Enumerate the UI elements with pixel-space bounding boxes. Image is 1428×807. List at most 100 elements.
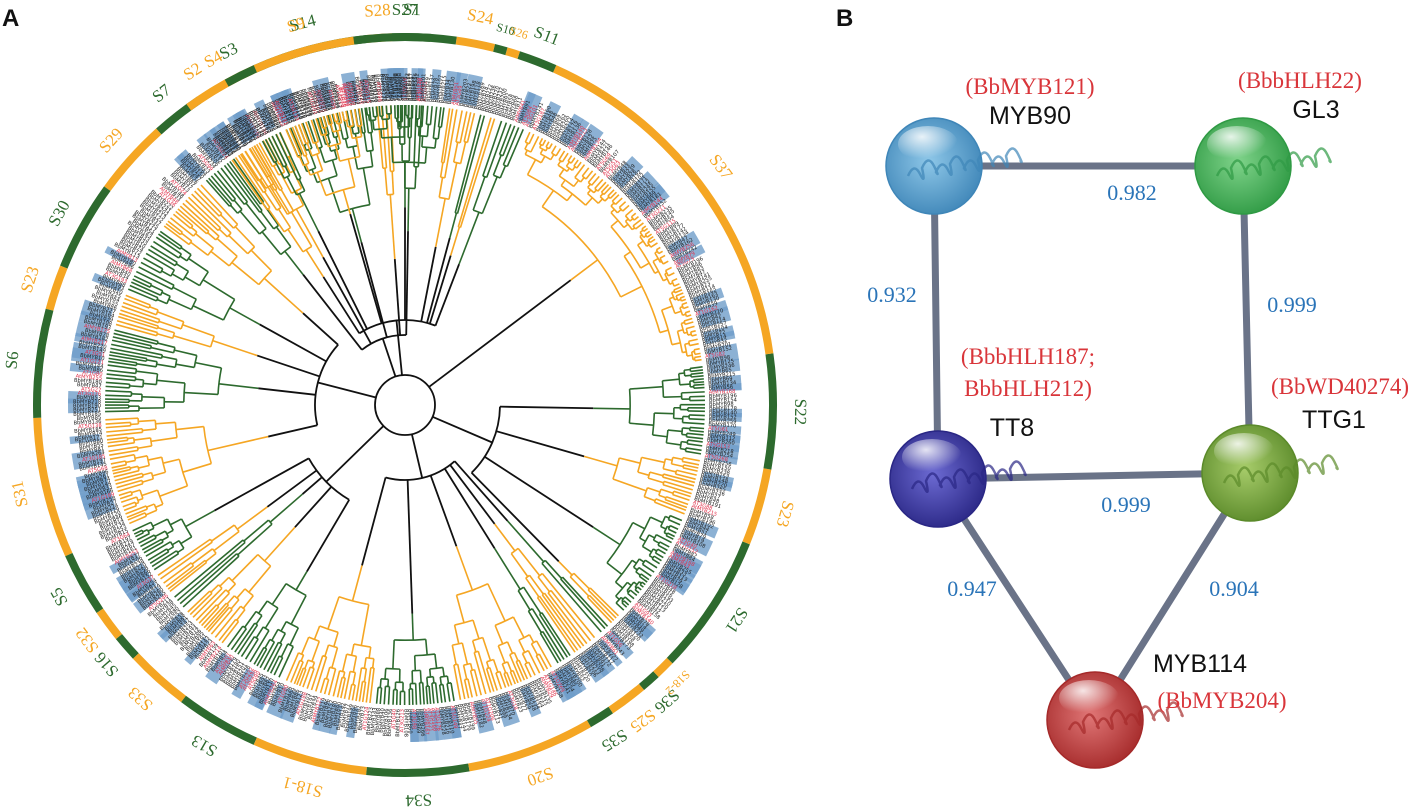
- tree-branch: [306, 142, 313, 157]
- tree-branch: [634, 589, 640, 594]
- tree-branch: [237, 624, 259, 655]
- tree-branch: [686, 432, 704, 436]
- clade-label-s23b: S23: [772, 499, 798, 530]
- tree-branch: [319, 625, 339, 634]
- tree-branch: [319, 147, 326, 163]
- tree-branch: [185, 509, 215, 528]
- tree-branch: [392, 639, 395, 669]
- tree-branch: [658, 488, 662, 496]
- leaf-highlight: [598, 639, 623, 667]
- leaf-highlight: [462, 74, 483, 107]
- leaf-label: BbMYB60: [406, 709, 412, 734]
- leaf-label: BbMYB77: [341, 703, 352, 728]
- tree-branch: [681, 301, 688, 306]
- backbone-branch: [302, 312, 339, 346]
- backbone-branch: [436, 279, 572, 382]
- tree-branch: [231, 159, 268, 210]
- tree-branch: [524, 663, 532, 678]
- tree-branch: [241, 152, 267, 192]
- tree-branch: [615, 596, 622, 604]
- backbone-branch: [449, 464, 496, 525]
- leaf-label: BbMYB182: [80, 331, 109, 343]
- leaf-label: BbMYB12: [331, 83, 342, 108]
- leaf-label: AT3G136: [418, 78, 425, 102]
- leaf-label: BbMYB216: [441, 706, 451, 735]
- tree-branch: [348, 684, 353, 700]
- tree-branch: [210, 175, 234, 202]
- leaf-label: BbMYB81: [79, 446, 104, 455]
- tree-branch: [129, 385, 144, 388]
- tree-branch: [587, 589, 617, 619]
- tree-branch: [259, 210, 263, 213]
- tree-branch: [612, 478, 647, 492]
- tree-branch: [237, 523, 273, 556]
- tree-branch: [138, 464, 150, 469]
- tree-branch: [509, 654, 522, 682]
- tree-branch: [661, 305, 673, 311]
- tree-branch: [161, 270, 172, 277]
- tree-branch: [108, 357, 137, 364]
- leaf-label: BbMYB56: [708, 385, 733, 392]
- leaf-label: BbMYB110: [445, 706, 455, 735]
- tree-branch: [170, 217, 194, 237]
- backbone-branch: [266, 469, 318, 508]
- tree-branch: [683, 306, 689, 310]
- tree-branch: [456, 583, 489, 596]
- tree-branch: [142, 478, 154, 483]
- clade-ring-segment: [353, 33, 457, 45]
- clade-ring-segment: [181, 695, 257, 745]
- leaf-highlight: [71, 449, 104, 470]
- tree-branch: [300, 123, 310, 143]
- leaf-label: AtMYB51: [451, 81, 461, 105]
- tree-branch: [169, 561, 208, 593]
- leaf-highlight: [329, 704, 343, 735]
- tree-branch: [680, 323, 685, 334]
- tree-branch: [630, 212, 637, 218]
- tree-branch: [379, 687, 383, 705]
- tree-branch: [413, 655, 417, 671]
- leaf-highlight: [611, 156, 644, 189]
- tree-branch: [570, 259, 599, 281]
- tree-branch: [631, 227, 636, 231]
- tree-branch: [136, 532, 150, 541]
- tree-branch: [682, 467, 698, 472]
- tree-branch: [499, 671, 507, 688]
- tree-branch: [415, 105, 418, 119]
- tt8-bb-label-line1: (BbbHLH187;: [961, 344, 1095, 369]
- tree-branch: [638, 575, 648, 583]
- tree-branch: [689, 342, 699, 347]
- tree-branch: [130, 465, 139, 469]
- backbone-branch: [443, 468, 496, 549]
- tree-branch: [690, 366, 703, 370]
- tree-branch: [163, 562, 192, 584]
- tree-branch: [324, 158, 338, 164]
- leaf-label: BbMYB185: [73, 411, 101, 418]
- leaf-label: AT3G168: [429, 707, 437, 731]
- leaf-label: BbMYB74: [86, 476, 112, 488]
- node-gl3: [1194, 117, 1332, 215]
- tree-branch: [191, 193, 232, 234]
- tree-branch: [530, 136, 540, 153]
- tree-branch: [535, 640, 552, 668]
- tree-branch: [518, 639, 526, 653]
- backbone-branch: [426, 237, 451, 324]
- leaf-label: BbMYB199: [344, 704, 355, 733]
- tree-branch: [667, 525, 671, 530]
- leaf-label: BbMYB146: [370, 74, 379, 102]
- tree-branch: [679, 383, 691, 386]
- node-gloss: [1207, 126, 1267, 162]
- tree-branch: [150, 521, 155, 529]
- tree-branch: [347, 158, 356, 187]
- tree-branch: [418, 105, 421, 120]
- tree-branch: [267, 519, 273, 525]
- leaf-label: BbMYB136: [387, 709, 394, 737]
- tree-branch: [587, 587, 591, 591]
- backbone-branch: [381, 338, 397, 377]
- tree-branch: [569, 572, 575, 578]
- tree-branch: [587, 192, 599, 204]
- tree-branch: [659, 260, 663, 264]
- tree-branch: [233, 199, 243, 211]
- tree-branch: [492, 154, 502, 176]
- tree-branch: [116, 319, 158, 334]
- tree-branch: [624, 209, 634, 217]
